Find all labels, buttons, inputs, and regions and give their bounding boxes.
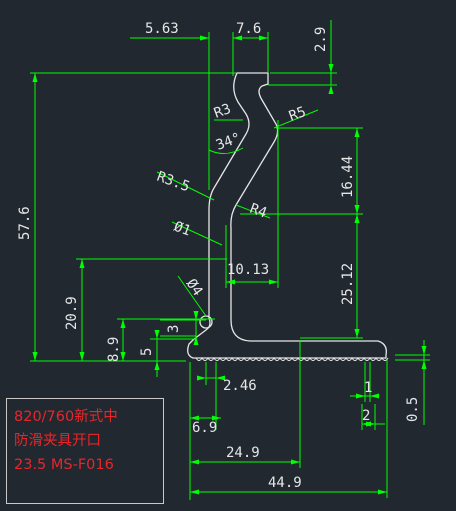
label-3: 3 [166, 325, 182, 333]
label-2-46: 2.46 [223, 378, 257, 394]
leader-phi4 [177, 275, 207, 317]
label-10-13: 10.13 [227, 262, 269, 278]
leader-r5 [273, 109, 319, 129]
label-r3: R3 [212, 101, 233, 122]
teeth-path [195, 357, 389, 361]
bottom-teeth [195, 357, 389, 361]
label-r3-5: R3.5 [155, 169, 192, 196]
label-phi4: Ø4 [183, 276, 206, 299]
dimension-lines [30, 20, 430, 500]
label-25-12: 25.12 [340, 263, 356, 305]
leader-r4 [235, 204, 271, 219]
label-r5: R5 [287, 104, 308, 125]
angle-arc-34 [208, 147, 244, 154]
label-57-6: 57.6 [17, 206, 33, 240]
label-5: 5 [139, 348, 155, 356]
label-24-9: 24.9 [226, 445, 260, 461]
label-7-6: 7.6 [236, 21, 261, 37]
profile-path [187, 72, 387, 359]
info-line-3: 23.5 MS-F016 [14, 457, 114, 473]
label-0-5: 0.5 [405, 397, 421, 422]
info-box: 820/760新式中 防滑夹具开口 23.5 MS-F016 [6, 398, 164, 504]
label-1: 1 [364, 380, 372, 396]
label-2-9: 2.9 [313, 27, 329, 52]
leader-r3-5 [156, 171, 215, 201]
info-line-2: 防滑夹具开口 [14, 433, 101, 449]
arrowheads [32, 35, 427, 495]
info-line-1: 820/760新式中 [14, 409, 118, 425]
dimension-labels: 5.63 7.6 2.9 R3 R5 34° 16.44 57.6 R3.5 R… [17, 21, 421, 491]
label-2: 2 [362, 408, 370, 424]
label-44-9: 44.9 [268, 475, 302, 491]
label-phi1: Ø1 [172, 219, 193, 240]
label-8-9: 8.9 [106, 337, 122, 362]
leader-phi1 [171, 221, 223, 246]
label-16-44: 16.44 [340, 156, 356, 198]
label-5-63: 5.63 [145, 21, 179, 37]
label-r4: R4 [248, 201, 269, 222]
label-20-9: 20.9 [64, 296, 80, 330]
label-6-9: 6.9 [192, 420, 217, 436]
